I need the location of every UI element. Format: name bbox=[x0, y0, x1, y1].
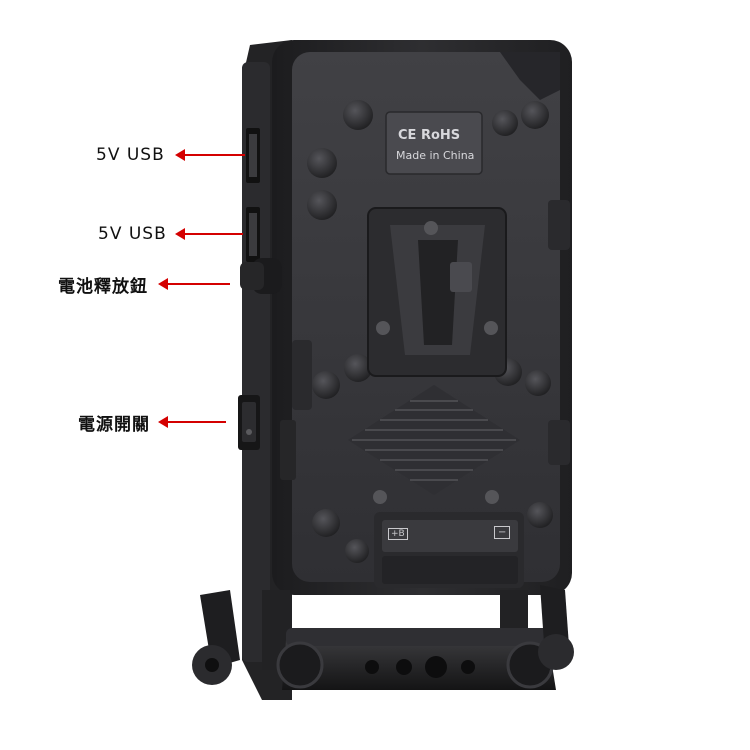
vent-grille bbox=[348, 385, 520, 495]
arrow-icon bbox=[174, 149, 245, 161]
connector-label-right: − bbox=[494, 526, 511, 539]
callout-power-switch: 電源開關 bbox=[78, 410, 226, 435]
callout-usb-2: 5V USB bbox=[98, 222, 243, 246]
rod-clamp bbox=[192, 585, 574, 690]
callout-label: 電源開關 bbox=[78, 414, 150, 435]
battery-connector bbox=[373, 490, 524, 588]
callout-label: 5V USB bbox=[98, 224, 167, 244]
mounting-bosses bbox=[307, 100, 553, 563]
side-ports bbox=[238, 128, 282, 450]
marking-line-1: CE RoHS bbox=[398, 128, 461, 143]
marking-plate bbox=[385, 111, 483, 175]
connector-label-left: +B bbox=[388, 528, 408, 540]
arrow-icon bbox=[174, 228, 243, 240]
callout-label: 電池釋放鈕 bbox=[58, 276, 148, 297]
callout-battery-release: 電池釋放鈕 bbox=[58, 272, 230, 297]
callout-label: 5V USB bbox=[96, 145, 165, 165]
callout-usb-1: 5V USB bbox=[96, 143, 245, 167]
v-mount-receiver bbox=[367, 207, 507, 377]
arrow-icon bbox=[158, 278, 230, 290]
arrow-icon bbox=[158, 416, 226, 428]
marking-line-2: Made in China bbox=[396, 149, 475, 162]
